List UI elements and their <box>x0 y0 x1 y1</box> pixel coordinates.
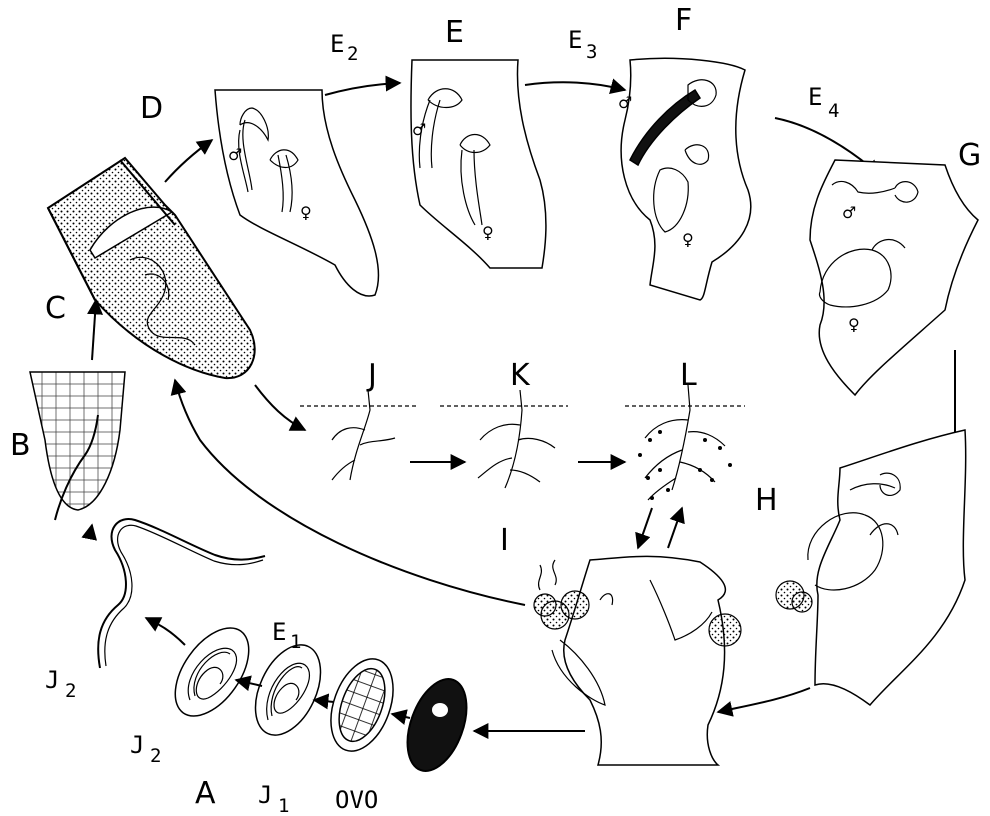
label-ovo: OVO <box>335 786 378 814</box>
stage-a-eggs <box>98 519 585 779</box>
stage-b-root-tip <box>30 300 125 535</box>
stage-l-root-system <box>625 385 745 500</box>
label-e: E <box>445 15 464 50</box>
male-symbol: ♂ <box>412 120 426 139</box>
label-j2-egg: J <box>130 731 144 759</box>
egg-ovo <box>319 650 404 759</box>
label-c: C <box>45 291 66 326</box>
female-symbol: ♀ <box>848 315 860 334</box>
egg-j2 <box>160 615 263 729</box>
stage-j-root-system <box>300 390 418 480</box>
male-symbol: ♂ <box>842 203 856 222</box>
label-k: K <box>510 358 531 393</box>
stage-d-root-section: ♂ ♀ <box>215 90 378 296</box>
label-e1: E <box>272 618 286 646</box>
label-j2-egg-subscript: 2 <box>150 745 161 767</box>
stage-f-root-section: ♂ ♀ <box>618 58 751 300</box>
label-b: B <box>10 428 31 463</box>
label-j2-free: J <box>45 666 59 694</box>
label-j1: J <box>258 781 272 809</box>
label-g: G <box>958 138 981 173</box>
label-d: D <box>140 91 163 126</box>
label-f: F <box>675 3 692 38</box>
label-e4: E <box>808 83 822 111</box>
stage-h-root-section <box>776 430 966 705</box>
egg-dark <box>396 671 478 779</box>
label-e4-subscript: 4 <box>828 100 839 122</box>
label-j: J <box>366 358 377 393</box>
label-j1-subscript: 1 <box>278 795 289 816</box>
female-symbol: ♀ <box>682 230 694 249</box>
label-a: A <box>195 776 216 811</box>
female-symbol: ♀ <box>300 203 312 222</box>
stage-i-root-section <box>534 556 741 765</box>
label-e1-subscript: 1 <box>290 631 301 653</box>
label-l: L <box>680 358 697 393</box>
stage-e-root-section: ♂ ♀ <box>411 60 546 268</box>
label-e3-subscript: 3 <box>586 41 597 63</box>
label-i: I <box>500 523 509 558</box>
label-j2-free-subscript: 2 <box>65 680 76 702</box>
stage-c-infected-root <box>48 158 255 378</box>
female-symbol: ♀ <box>482 223 494 242</box>
stage-k-root-system <box>440 390 568 488</box>
label-e3: E <box>568 26 582 54</box>
stage-g-root-section: ♂ ♀ <box>810 160 978 395</box>
male-symbol: ♂ <box>618 93 632 112</box>
label-e2-subscript: 2 <box>347 43 358 65</box>
egg-j1 <box>242 635 333 746</box>
label-h: H <box>755 483 778 518</box>
male-symbol: ♂ <box>228 145 242 164</box>
label-e2: E <box>330 30 344 58</box>
